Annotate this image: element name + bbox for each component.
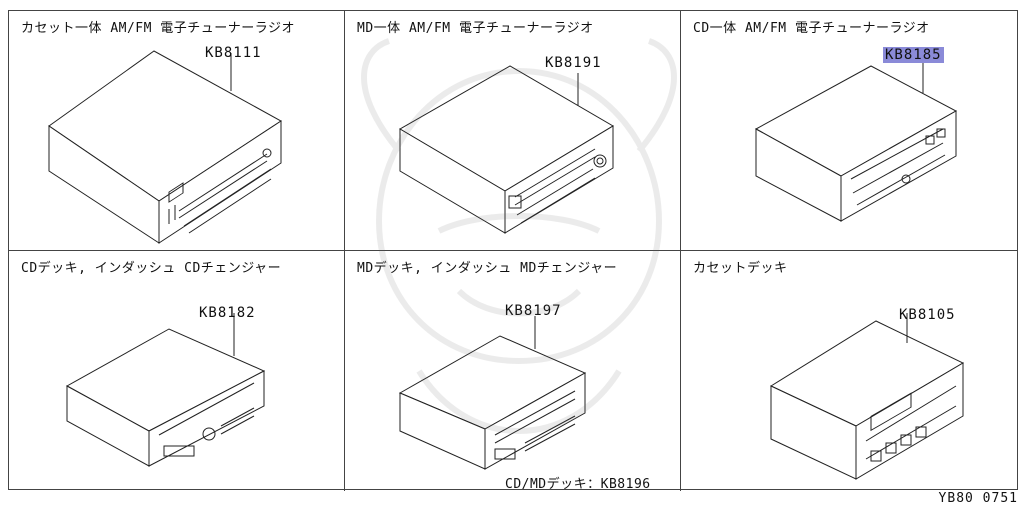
part-number[interactable]: KB8191	[545, 55, 602, 71]
cell-title: カセットデッキ	[693, 261, 788, 276]
cell-cd-radio[interactable]: CD一体 AM/FM 電子チューナーラジオ KB8185	[681, 11, 1017, 251]
cell-title: カセット一体 AM/FM 電子チューナーラジオ	[21, 21, 296, 36]
note-cd-md-deck: CD/MDデッキ：KB8196	[505, 477, 651, 491]
md-radio-drawing	[399, 65, 614, 234]
cassette-deck-drawing	[769, 313, 965, 480]
md-deck-drawing	[398, 316, 587, 470]
cell-cassette-radio[interactable]: カセット一体 AM/FM 電子チューナーラジオ KB8111	[9, 11, 345, 251]
cell-title: CDデッキ, インダッシュ CDチェンジャー	[21, 261, 282, 276]
cell-title: MD一体 AM/FM 電子チューナーラジオ	[357, 21, 594, 36]
cd-radio-drawing	[754, 59, 958, 222]
part-number[interactable]: KB8182	[199, 305, 256, 321]
cassette-radio-drawing	[48, 50, 282, 244]
cell-title: CD一体 AM/FM 電子チューナーラジオ	[693, 21, 930, 36]
cell-md-radio[interactable]: MD一体 AM/FM 電子チューナーラジオ KB8191	[345, 11, 681, 251]
part-number[interactable]: KB8197	[505, 303, 562, 319]
cell-title: MDデッキ, インダッシュ MDチェンジャー	[357, 261, 618, 276]
cell-cd-deck[interactable]: CDデッキ, インダッシュ CDチェンジャー KB8182	[9, 251, 345, 491]
cell-cassette-deck[interactable]: カセットデッキ KB8105	[681, 251, 1017, 491]
figure-code: YB80 0751	[938, 491, 1018, 506]
cell-md-deck[interactable]: MDデッキ, インダッシュ MDチェンジャー KB8197 CD/MDデッキ：K…	[345, 251, 681, 491]
part-number[interactable]: KB8111	[205, 45, 262, 61]
cd-deck-drawing	[65, 313, 266, 467]
part-number[interactable]: KB8105	[899, 307, 956, 323]
parts-grid: カセット一体 AM/FM 電子チューナーラジオ KB8111 MD一体 AM/F…	[8, 10, 1018, 491]
part-number-highlighted[interactable]: KB8185	[883, 47, 944, 63]
